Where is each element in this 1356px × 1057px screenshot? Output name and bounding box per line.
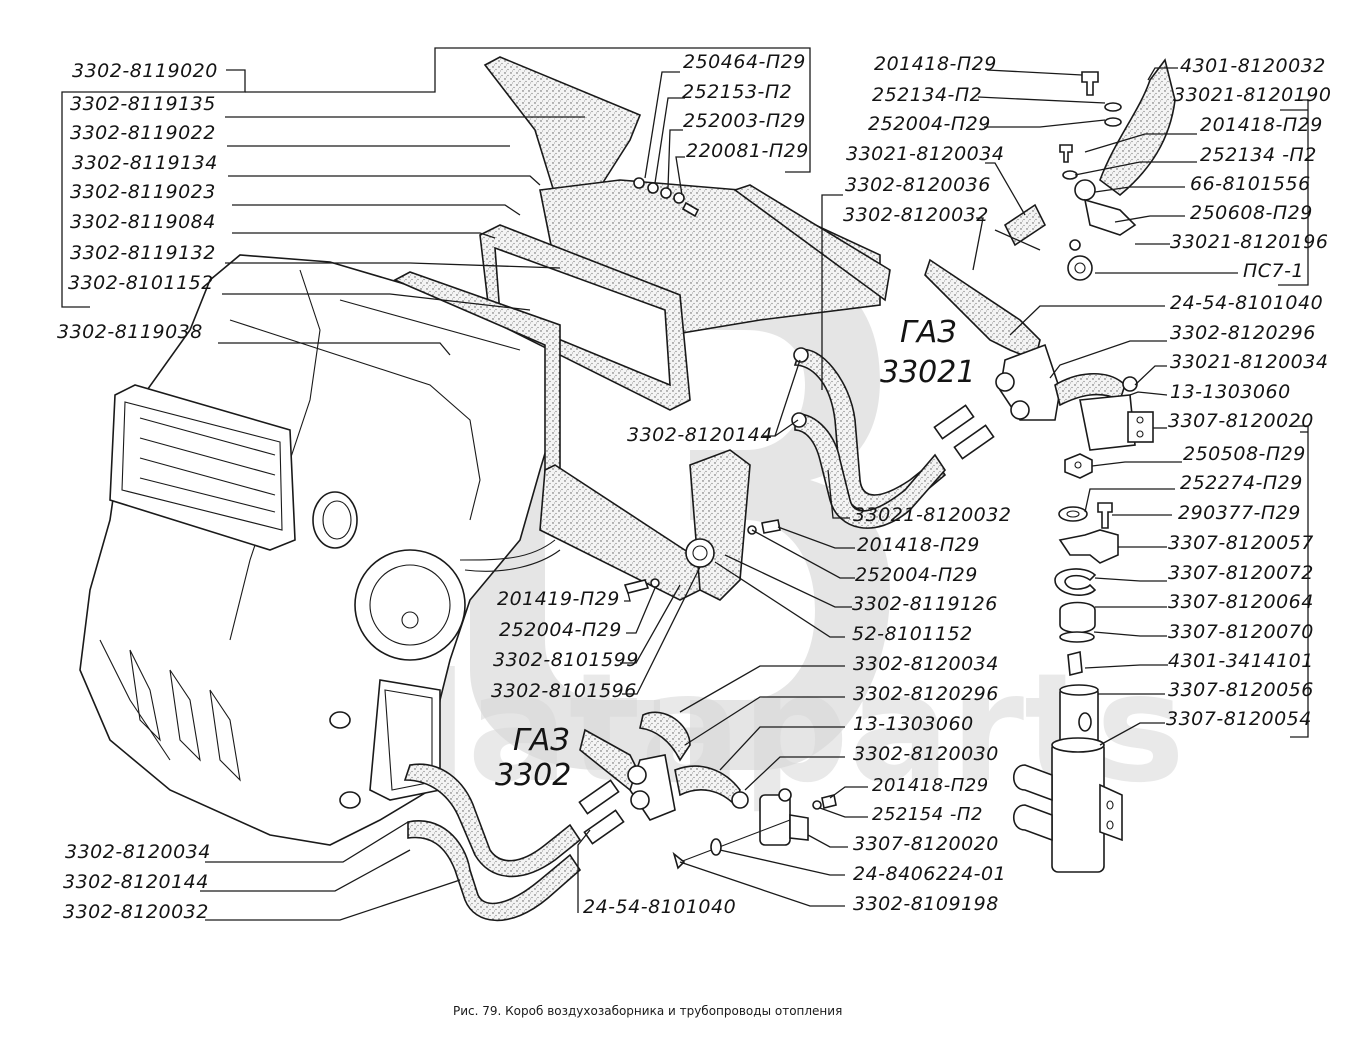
- upper-right-fittings: [1003, 58, 1176, 281]
- hoses-33021: [791, 258, 1126, 529]
- part-label: 3302-8120032: [63, 901, 209, 923]
- part-label: 24-54-8101040: [583, 896, 736, 918]
- labels-center: 3302-8120144 33021-8120032 201418-П29 25…: [491, 424, 1011, 702]
- part-label: 3302-8120034: [853, 653, 999, 675]
- part-label: 3302-8120030: [853, 743, 999, 765]
- part-label: 3307-8120020: [853, 833, 999, 855]
- labels-valve-group: 250508-П29 252274-П29 290377-П29 3307-81…: [1166, 443, 1314, 730]
- part-label: 252134 -П2: [1200, 144, 1317, 166]
- part-label: 250464-П29: [683, 51, 806, 73]
- labels-right-mid: 24-54-8101040 3302-8120296 33021-8120034…: [1168, 292, 1328, 432]
- part-label: 13-1303060: [1170, 381, 1291, 403]
- valve-3302: [672, 788, 837, 870]
- part-label: 290377-П29: [1178, 502, 1301, 524]
- blower-motor-cover: [354, 539, 561, 661]
- air-intake-grille: [109, 384, 358, 551]
- part-label: 3302-8120034: [65, 841, 211, 863]
- labels-lower-mid: 3302-8120034 3302-8120296 13-1303060 330…: [853, 653, 1006, 915]
- part-label: 252274-П29: [1180, 472, 1303, 494]
- part-label: 252003-П29: [683, 110, 806, 132]
- part-label: 3302-8119135: [70, 93, 216, 115]
- model-name: ГАЗ: [513, 723, 569, 758]
- part-label: 13-1303060: [853, 713, 974, 735]
- part-label: 3307-8120057: [1168, 532, 1314, 554]
- air-duct-upper: [393, 56, 891, 477]
- labels-top-mid: 201418-П29 252134-П2 252004-П29 33021-81…: [843, 53, 1004, 226]
- part-label: 3302-8120144: [63, 871, 209, 893]
- part-label: 201419-П29: [497, 588, 620, 610]
- part-label: 3307-8120064: [1168, 591, 1314, 613]
- figure-caption: Рис. 79. Короб воздухозаборника и трубоп…: [453, 1004, 842, 1018]
- part-label: 250608-П29: [1190, 202, 1313, 224]
- part-label: 3302-8101596: [491, 680, 637, 702]
- part-label: 3307-8120020: [1168, 410, 1314, 432]
- part-label: 3302-8109198: [853, 893, 999, 915]
- part-label: 3302-8120032: [843, 204, 989, 226]
- part-label: 33021-8120196: [1170, 231, 1328, 253]
- part-label: 201418-П29: [872, 775, 989, 796]
- valve-exploded: [1012, 453, 1123, 873]
- top-fasteners-stack: [633, 177, 700, 218]
- part-label: 3302-8119134: [72, 152, 218, 174]
- part-label: 3302-8119020: [72, 60, 218, 82]
- part-label: 252004-П29: [499, 619, 622, 641]
- part-label: 4301-3414101: [1168, 650, 1314, 672]
- labels-bottom-left: 3302-8120034 3302-8120144 3302-8120032 2…: [63, 841, 736, 923]
- part-label: 252154 -П2: [872, 804, 983, 825]
- model-label-3302: ГАЗ 3302: [495, 723, 571, 793]
- part-label: 220081-П29: [686, 140, 809, 162]
- part-label: 3302-8101152: [68, 272, 214, 294]
- part-label: 3307-8120072: [1168, 562, 1314, 584]
- part-label: 4301-8120032: [1180, 55, 1326, 77]
- part-label: 252004-П29: [868, 113, 991, 135]
- part-label: 33021-8120032: [853, 504, 1011, 526]
- part-label: 3302-8119126: [852, 593, 998, 615]
- part-label: 3302-8119022: [70, 122, 216, 144]
- part-label: 3307-8120054: [1166, 708, 1312, 730]
- part-label: 201418-П29: [1200, 114, 1323, 136]
- part-label: 24-54-8101040: [1170, 292, 1323, 314]
- part-label: 3302-8119132: [70, 242, 216, 264]
- damper-flap: [539, 449, 781, 601]
- part-label: 3302-8120296: [1170, 322, 1316, 344]
- model-number: 3302: [495, 758, 571, 793]
- leader-lines: [61, 47, 1309, 921]
- part-label: 3302-8120144: [627, 424, 773, 446]
- part-label: ПС7-1: [1243, 260, 1304, 282]
- part-label: 3307-8120056: [1168, 679, 1314, 701]
- part-label: 201418-П29: [874, 53, 997, 75]
- model-name: ГАЗ: [900, 315, 956, 350]
- hoses-3302: [403, 711, 749, 922]
- part-label: 33021-8120034: [846, 143, 1004, 165]
- part-label: 252134-П2: [872, 84, 982, 106]
- part-label: 3302-8119038: [57, 321, 203, 343]
- labels-right-top: 4301-8120032 33021-8120190 201418-П29 25…: [1170, 55, 1331, 282]
- part-label: 24-8406224-01: [853, 863, 1006, 885]
- part-label: 3302-8120036: [845, 174, 991, 196]
- part-label: 66-8101556: [1190, 173, 1311, 195]
- part-label: 33021-8120034: [1170, 351, 1328, 373]
- part-label: 3302-8119084: [70, 211, 216, 233]
- part-label: 201418-П29: [857, 534, 980, 556]
- part-label: 3302-8119023: [70, 181, 216, 203]
- part-label: 3307-8120070: [1168, 621, 1314, 643]
- model-label-33021: ГАЗ 33021: [880, 315, 975, 390]
- valve-33021: [1079, 376, 1154, 451]
- part-label: 252004-П29: [855, 564, 978, 586]
- part-label: 33021-8120190: [1173, 84, 1331, 106]
- part-label: 3302-8101599: [493, 649, 639, 671]
- part-label: 52-8101152: [852, 623, 973, 645]
- model-number: 33021: [880, 355, 975, 390]
- labels-top-fasteners: 250464-П29 252153-П2 252003-П29 220081-П…: [682, 51, 809, 162]
- labels-left: 3302-8119020 3302-8119135 3302-8119022 3…: [57, 60, 218, 343]
- part-label: 3302-8120296: [853, 683, 999, 705]
- part-label: 252153-П2: [682, 81, 792, 103]
- part-label: 250508-П29: [1183, 443, 1306, 465]
